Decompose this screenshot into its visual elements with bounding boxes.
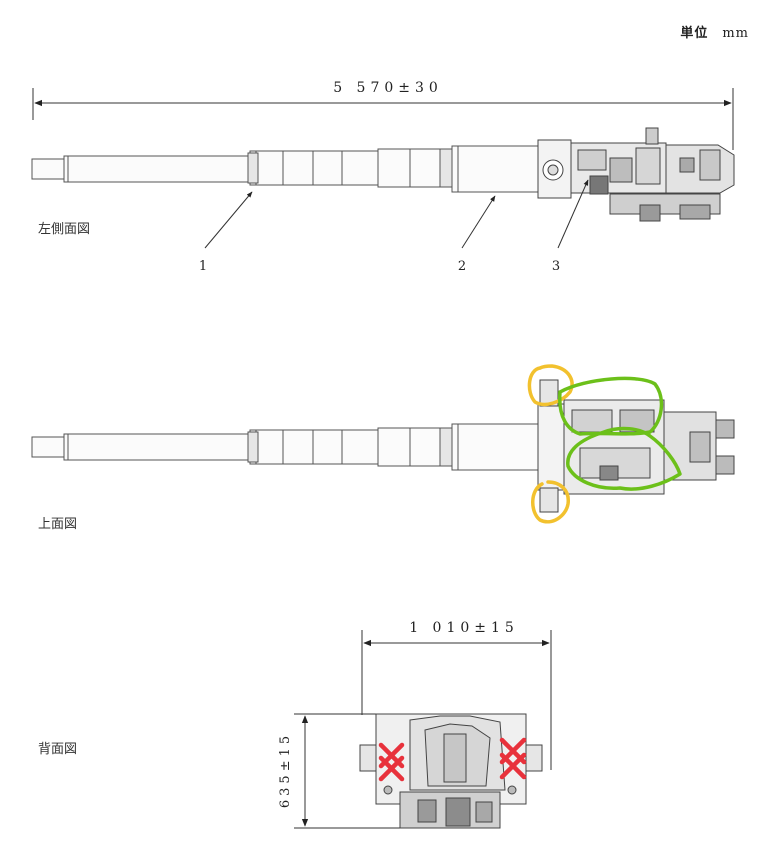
callout-2: 2 xyxy=(458,259,466,274)
unit-label-text: 単位 xyxy=(680,26,709,41)
callout-3: 3 xyxy=(552,259,560,274)
rear-view-label: 背面図 xyxy=(38,742,78,757)
length-dimension: 5 570±30 xyxy=(333,80,443,96)
top-view xyxy=(31,364,735,524)
highlight-annotations xyxy=(527,364,682,524)
height-dimension: 635±15 xyxy=(278,732,293,808)
receiver-side xyxy=(537,127,735,222)
barrel-side xyxy=(31,145,539,193)
barrel-top xyxy=(31,423,539,471)
callout-1: 1 xyxy=(199,259,207,274)
left-side-view-label: 左側面図 xyxy=(38,222,91,237)
red-x-annotations xyxy=(378,737,527,782)
unit-label-value: mm xyxy=(722,26,749,41)
top-view-label: 上面図 xyxy=(38,517,78,532)
rear-body xyxy=(359,713,543,829)
rear-view: 1 010±15 635±15 xyxy=(278,620,552,829)
left-side-view: 5 570±30 xyxy=(31,80,735,274)
unit-label: 単位 mm xyxy=(680,22,749,41)
width-dimension: 1 010±15 xyxy=(409,620,519,636)
receiver-top xyxy=(537,379,735,513)
